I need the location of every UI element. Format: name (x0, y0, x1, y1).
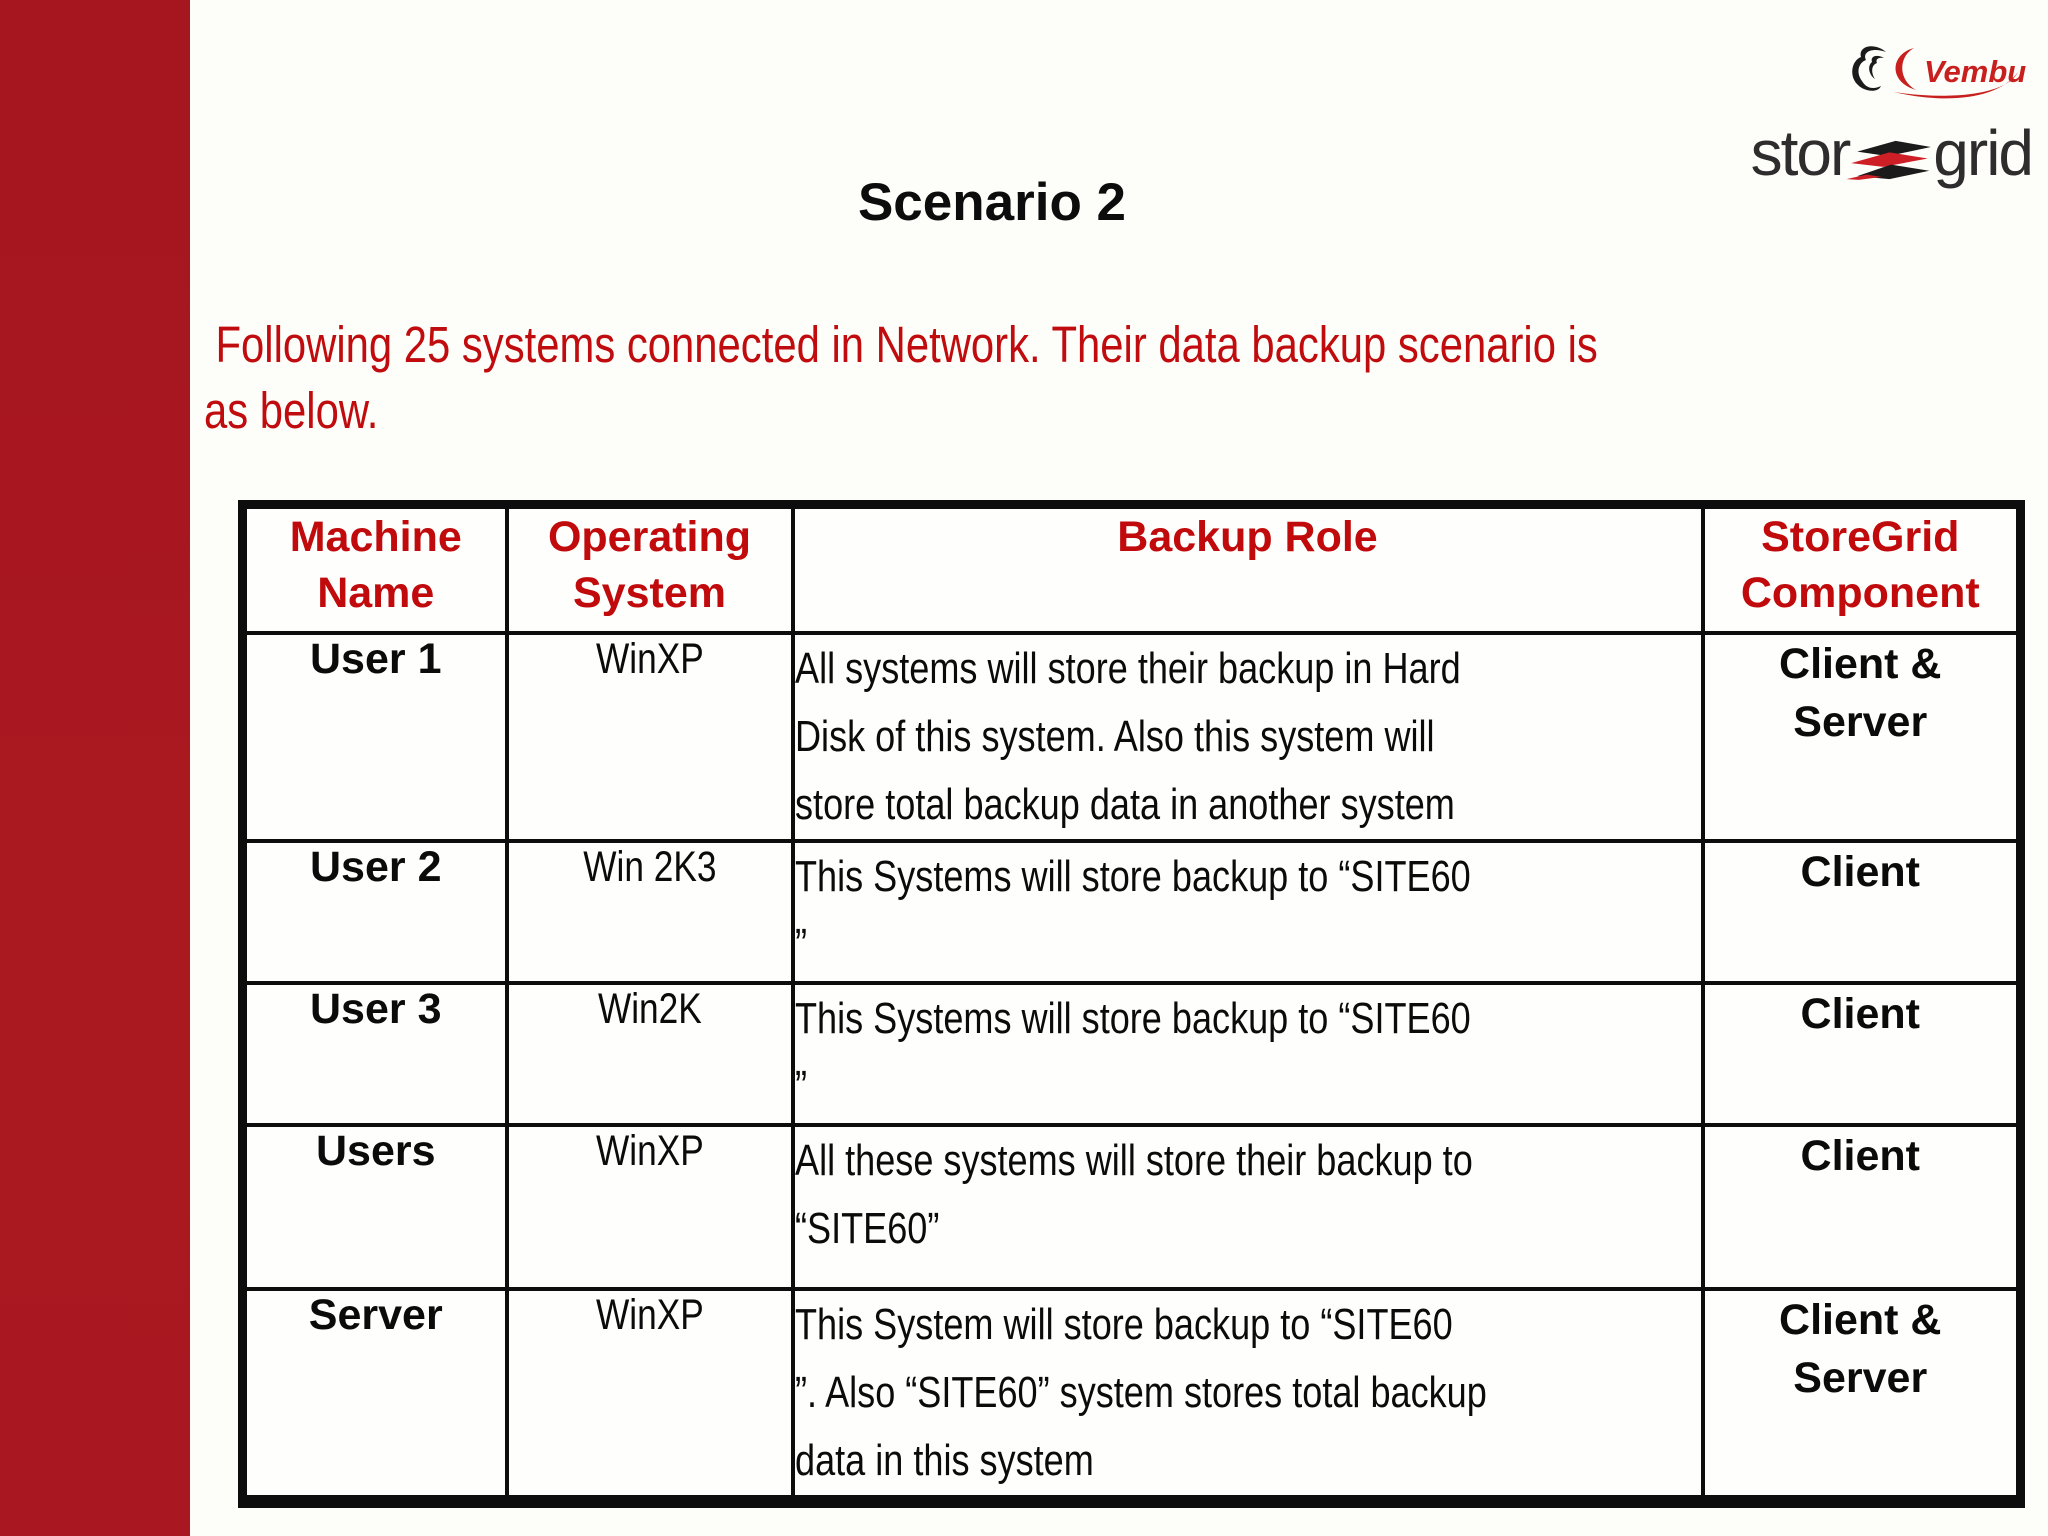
vembu-storegrid-logo: Vembu stor grid (1734, 40, 2034, 200)
red-side-band (0, 0, 190, 1536)
component-cell: Client & Server (1700, 1286, 2023, 1503)
vembu-logo-text: Vembu (1924, 54, 2026, 89)
os-cell: Win 2K3 (504, 838, 795, 985)
machine-name-cell: User 3 (240, 980, 509, 1127)
backup-role-text: This Systems will store backup to “SITE6… (794, 851, 1471, 969)
os-text: WinXP (595, 634, 704, 683)
vembu-logo-icon: Vembu (1852, 46, 2026, 99)
header-storegrid-component: StoreGrid Component (1700, 502, 2023, 635)
backup-role-cell: All systems will store their backup in H… (790, 630, 1705, 843)
backup-role-cell: This System will store backup to “SITE60… (790, 1286, 1705, 1503)
table-row: User 2 Win 2K3 This Systems will store b… (240, 838, 2023, 985)
header-operating-system: Operating System (504, 502, 795, 635)
backup-role-text: This System will store backup to “SITE60… (794, 1299, 1487, 1485)
os-cell: WinXP (504, 630, 795, 843)
backup-scenario-table: Machine Name Operating System Backup Rol… (238, 500, 2025, 1508)
backup-role-cell: This Systems will store backup to “SITE6… (790, 980, 1705, 1127)
wordmark-stor-text: stor (1750, 117, 1852, 189)
os-cell: WinXP (504, 1122, 795, 1291)
table-row: Server WinXP This System will store back… (240, 1286, 2023, 1503)
backup-role-cell: All these systems will store their backu… (790, 1122, 1705, 1291)
os-text: Win2K (597, 984, 702, 1033)
table-row: Users WinXP All these systems will store… (240, 1122, 2023, 1291)
wordmark-grid-text: grid (1933, 117, 2034, 189)
header-backup-role: Backup Role (790, 502, 1705, 635)
intro-paragraph-text: Following 25 systems connected in Networ… (204, 316, 1598, 439)
table-row: User 3 Win2K This Systems will store bac… (240, 980, 2023, 1127)
component-cell: Client (1700, 980, 2023, 1127)
header-machine-name: Machine Name (240, 502, 509, 635)
machine-name-cell: Server (240, 1286, 509, 1503)
backup-role-text: All systems will store their backup in H… (794, 643, 1461, 829)
component-cell: Client (1700, 838, 2023, 985)
component-cell: Client (1700, 1122, 2023, 1291)
table-header-row: Machine Name Operating System Backup Rol… (240, 502, 2023, 635)
backup-role-text: This Systems will store backup to “SITE6… (794, 993, 1471, 1111)
backup-role-text: All these systems will store their backu… (794, 1135, 1473, 1253)
os-cell: WinXP (504, 1286, 795, 1503)
storegrid-wordmark: stor grid (1750, 116, 2034, 190)
slide-title: Scenario 2 (857, 173, 1127, 232)
storegrid-swoosh-icon (1846, 140, 1932, 180)
machine-name-cell: User 1 (240, 630, 509, 843)
machine-name-cell: User 2 (240, 838, 509, 985)
component-cell: Client & Server (1700, 630, 2023, 843)
os-text: WinXP (595, 1290, 704, 1339)
intro-paragraph: Following 25 systems connected in Networ… (204, 312, 2048, 444)
os-cell: Win2K (504, 980, 795, 1127)
table-row: User 1 WinXP All systems will store thei… (240, 630, 2023, 843)
os-text: Win 2K3 (582, 842, 717, 891)
backup-role-cell: This Systems will store backup to “SITE6… (790, 838, 1705, 985)
machine-name-cell: Users (240, 1122, 509, 1291)
os-text: WinXP (595, 1126, 704, 1175)
